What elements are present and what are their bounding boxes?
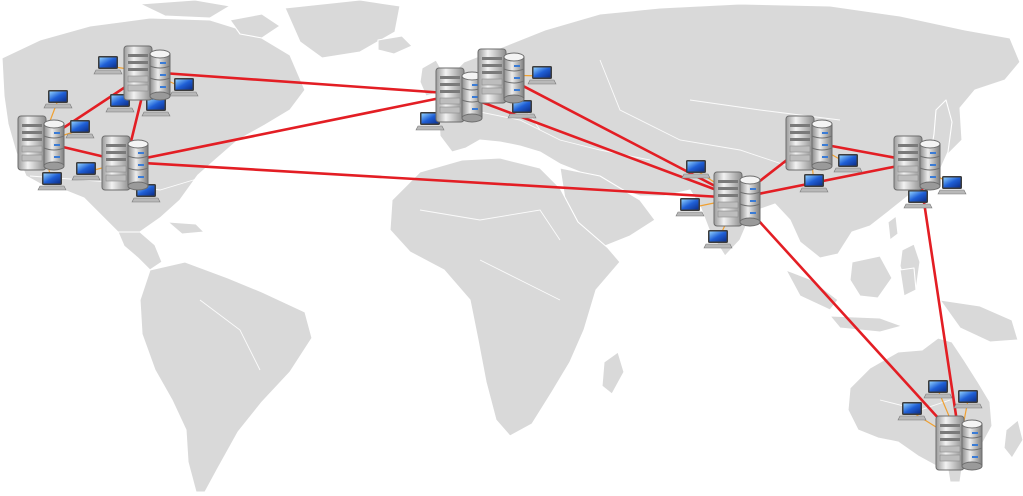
network-link-south-asia-japan: [736, 160, 920, 200]
laptop-icon: [903, 189, 933, 209]
server-database-icon: [935, 415, 983, 471]
laptop-icon: [141, 97, 171, 117]
laptop-icon: [799, 173, 829, 193]
laptop-icon: [953, 389, 983, 409]
laptop-icon: [527, 65, 557, 85]
laptop-icon: [37, 171, 67, 191]
laptop-icon: [937, 175, 967, 195]
laptop-icon: [703, 229, 733, 249]
laptop-icon: [43, 89, 73, 109]
network-link-japan-australia: [916, 160, 962, 444]
server-database-icon: [477, 48, 525, 104]
server-database-icon: [101, 135, 149, 191]
laptop-icon: [923, 379, 953, 399]
server-database-icon: [435, 67, 483, 123]
laptop-icon: [833, 153, 863, 173]
laptop-icon: [93, 55, 123, 75]
laptop-icon: [169, 77, 199, 97]
network-link-us-east-south-asia: [124, 160, 740, 200]
server-database-icon: [893, 135, 941, 191]
laptop-icon: [71, 161, 101, 181]
network-link-us-east-western-europe: [124, 92, 462, 164]
network-link-canada-western-europe: [146, 70, 462, 96]
laptop-icon: [681, 159, 711, 179]
laptop-icon: [65, 119, 95, 139]
laptop-icon: [675, 197, 705, 217]
server-database-icon: [123, 45, 171, 101]
server-database-icon: [785, 115, 833, 171]
server-database-icon: [17, 115, 65, 171]
laptop-icon: [897, 401, 927, 421]
server-database-icon: [713, 171, 761, 227]
network-link-south-asia-australia: [736, 196, 962, 444]
network-link-western-europe-south-asia: [458, 92, 740, 200]
